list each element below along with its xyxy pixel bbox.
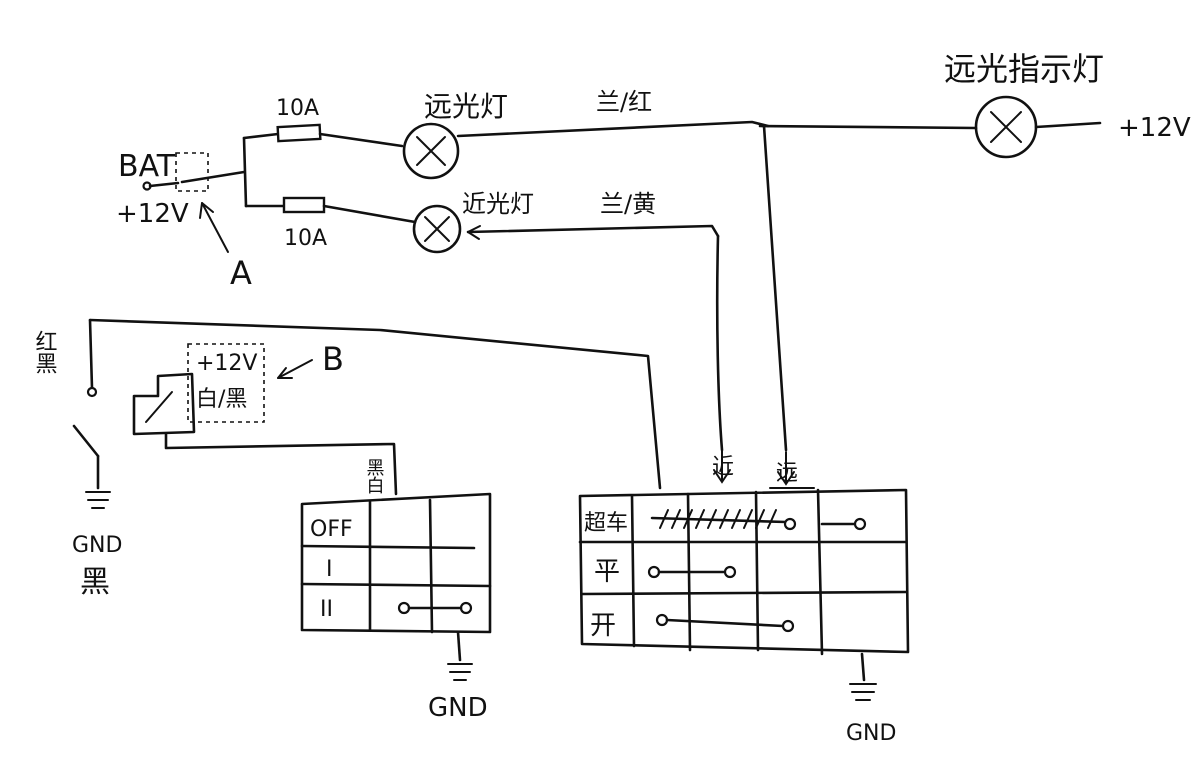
high-beam-wire [456,120,770,138]
relay-wire-label: 白/黑 [196,387,247,412]
indicator-lamp-cross [990,111,1022,143]
battery-voltage-label: +12V [116,199,189,229]
pass-row-hatching [659,509,777,529]
light-top-near-label: 近 [712,455,734,480]
low-beam-wire-label: 兰/黄 [600,190,656,218]
light-table-col1 [630,494,636,648]
left-drop-wire [88,318,94,390]
relay: +12V 白/黑 [132,343,265,436]
low-beam-drop-wire [715,234,724,452]
low-beam-lamp-label: 近光灯 [462,190,534,218]
ignition-ground-label: GND [428,693,488,723]
callout-b-label: B [322,340,344,378]
ignition-table-row2 [300,582,492,588]
ignition-switch-table: OFF I II [300,492,492,634]
fuse-lower: 10A [282,196,327,251]
light-ground-wire [860,652,866,682]
fuse-lower-rating: 10A [284,226,327,251]
light-ground-symbol [849,683,877,701]
high-beam-indicator-lamp: 远光指示灯 +12V [944,50,1191,159]
indicator-supply-label: +12V [1118,113,1191,143]
connector-b-box [187,343,265,423]
near-input-arrow [713,449,731,484]
indicator-to-supply-wire [1034,121,1102,129]
callout-a-arrow [201,202,229,253]
callout-b-arrowhead [277,367,293,379]
pass-row-contact-b [853,517,867,531]
fuse-lower-to-low-lamp-wire [322,204,417,224]
fuse-upper-rating: 10A [276,96,319,121]
ignition-row-off: OFF [310,517,353,542]
far-input-arrow [777,451,795,486]
pass-row-contact-a [783,517,797,531]
indicator-lamp-label: 远光指示灯 [944,50,1104,88]
light-ground-label: GND [846,721,896,746]
low-beam-wire [466,224,720,238]
on-row-contact-a [655,613,669,627]
ignition-table-row1 [300,544,476,550]
high-beam-lamp-cross [416,136,446,166]
flat-row-contact-b [723,565,737,579]
callout-a-label: A [230,254,252,292]
ignition-row-i: I [326,557,333,582]
pass-row-bridge [650,516,788,524]
callout-b-arrow [277,359,313,379]
light-switch-table: 超车 平 开 [578,488,910,656]
ignition-wire-label: 黑白 [364,458,385,494]
flat-row-contact-a [647,565,661,579]
light-row-on: 开 [590,611,616,641]
ignition-table-col2 [428,498,434,634]
fuse-lower-body [282,196,326,214]
light-table-col4 [816,488,824,656]
upper-branch-wire [242,132,280,140]
ignition-row-ii: II [320,597,333,622]
battery-label: BAT [118,149,176,184]
battery-block: BAT +12V A [116,149,252,292]
fuse-upper-body [276,123,322,143]
light-row-flat: 平 [594,557,620,587]
indicator-bus-wire [758,124,978,130]
light-table-outline [578,488,910,654]
fuse-upper-to-high-lamp-wire [318,132,404,148]
low-beam-lamp: 近光灯 [412,190,534,254]
left-top-wire [88,318,662,490]
high-beam-wire-label: 兰/红 [596,88,652,116]
light-top-far-label: 远 [776,461,798,486]
left-ground-label: GND [72,533,122,558]
left-switch-blade [72,424,100,458]
high-beam-drop-wire [762,124,788,452]
light-table-col3 [754,490,760,652]
light-table-row2 [580,590,908,596]
ignition-contact-left [397,601,411,615]
callout-a-arrowhead [199,202,214,219]
low-beam-wire-arrowhead [467,225,481,240]
low-beam-lamp-cross [424,216,450,242]
relay-body [132,372,196,436]
light-row-pass: 超车 [584,511,628,536]
left-terminal [86,386,98,398]
relay-supply-label: +12V [196,351,257,376]
ignition-table-outline [300,492,492,634]
left-ground-color-label: 黑 [80,565,110,600]
ignition-ground-symbol [447,663,473,681]
left-ground-symbol [85,491,111,509]
fuse-upper: 10A [276,96,322,143]
split-bus-wire [242,136,248,208]
battery-to-split-wire [180,170,246,184]
relay-to-ignition-wire [164,432,398,496]
ignition-ground-wire [456,630,462,662]
battery-lead [148,181,180,188]
left-wire-label: 红黑 [32,330,58,374]
on-row-contact-b [781,619,795,633]
on-row-bridge [665,618,785,628]
high-beam-lamp: 远光灯 [402,90,508,180]
high-beam-lamp-label: 远光灯 [424,90,508,123]
connector-a-box [175,152,209,192]
relay-contact [145,391,173,423]
ignition-contact-right [459,601,473,615]
